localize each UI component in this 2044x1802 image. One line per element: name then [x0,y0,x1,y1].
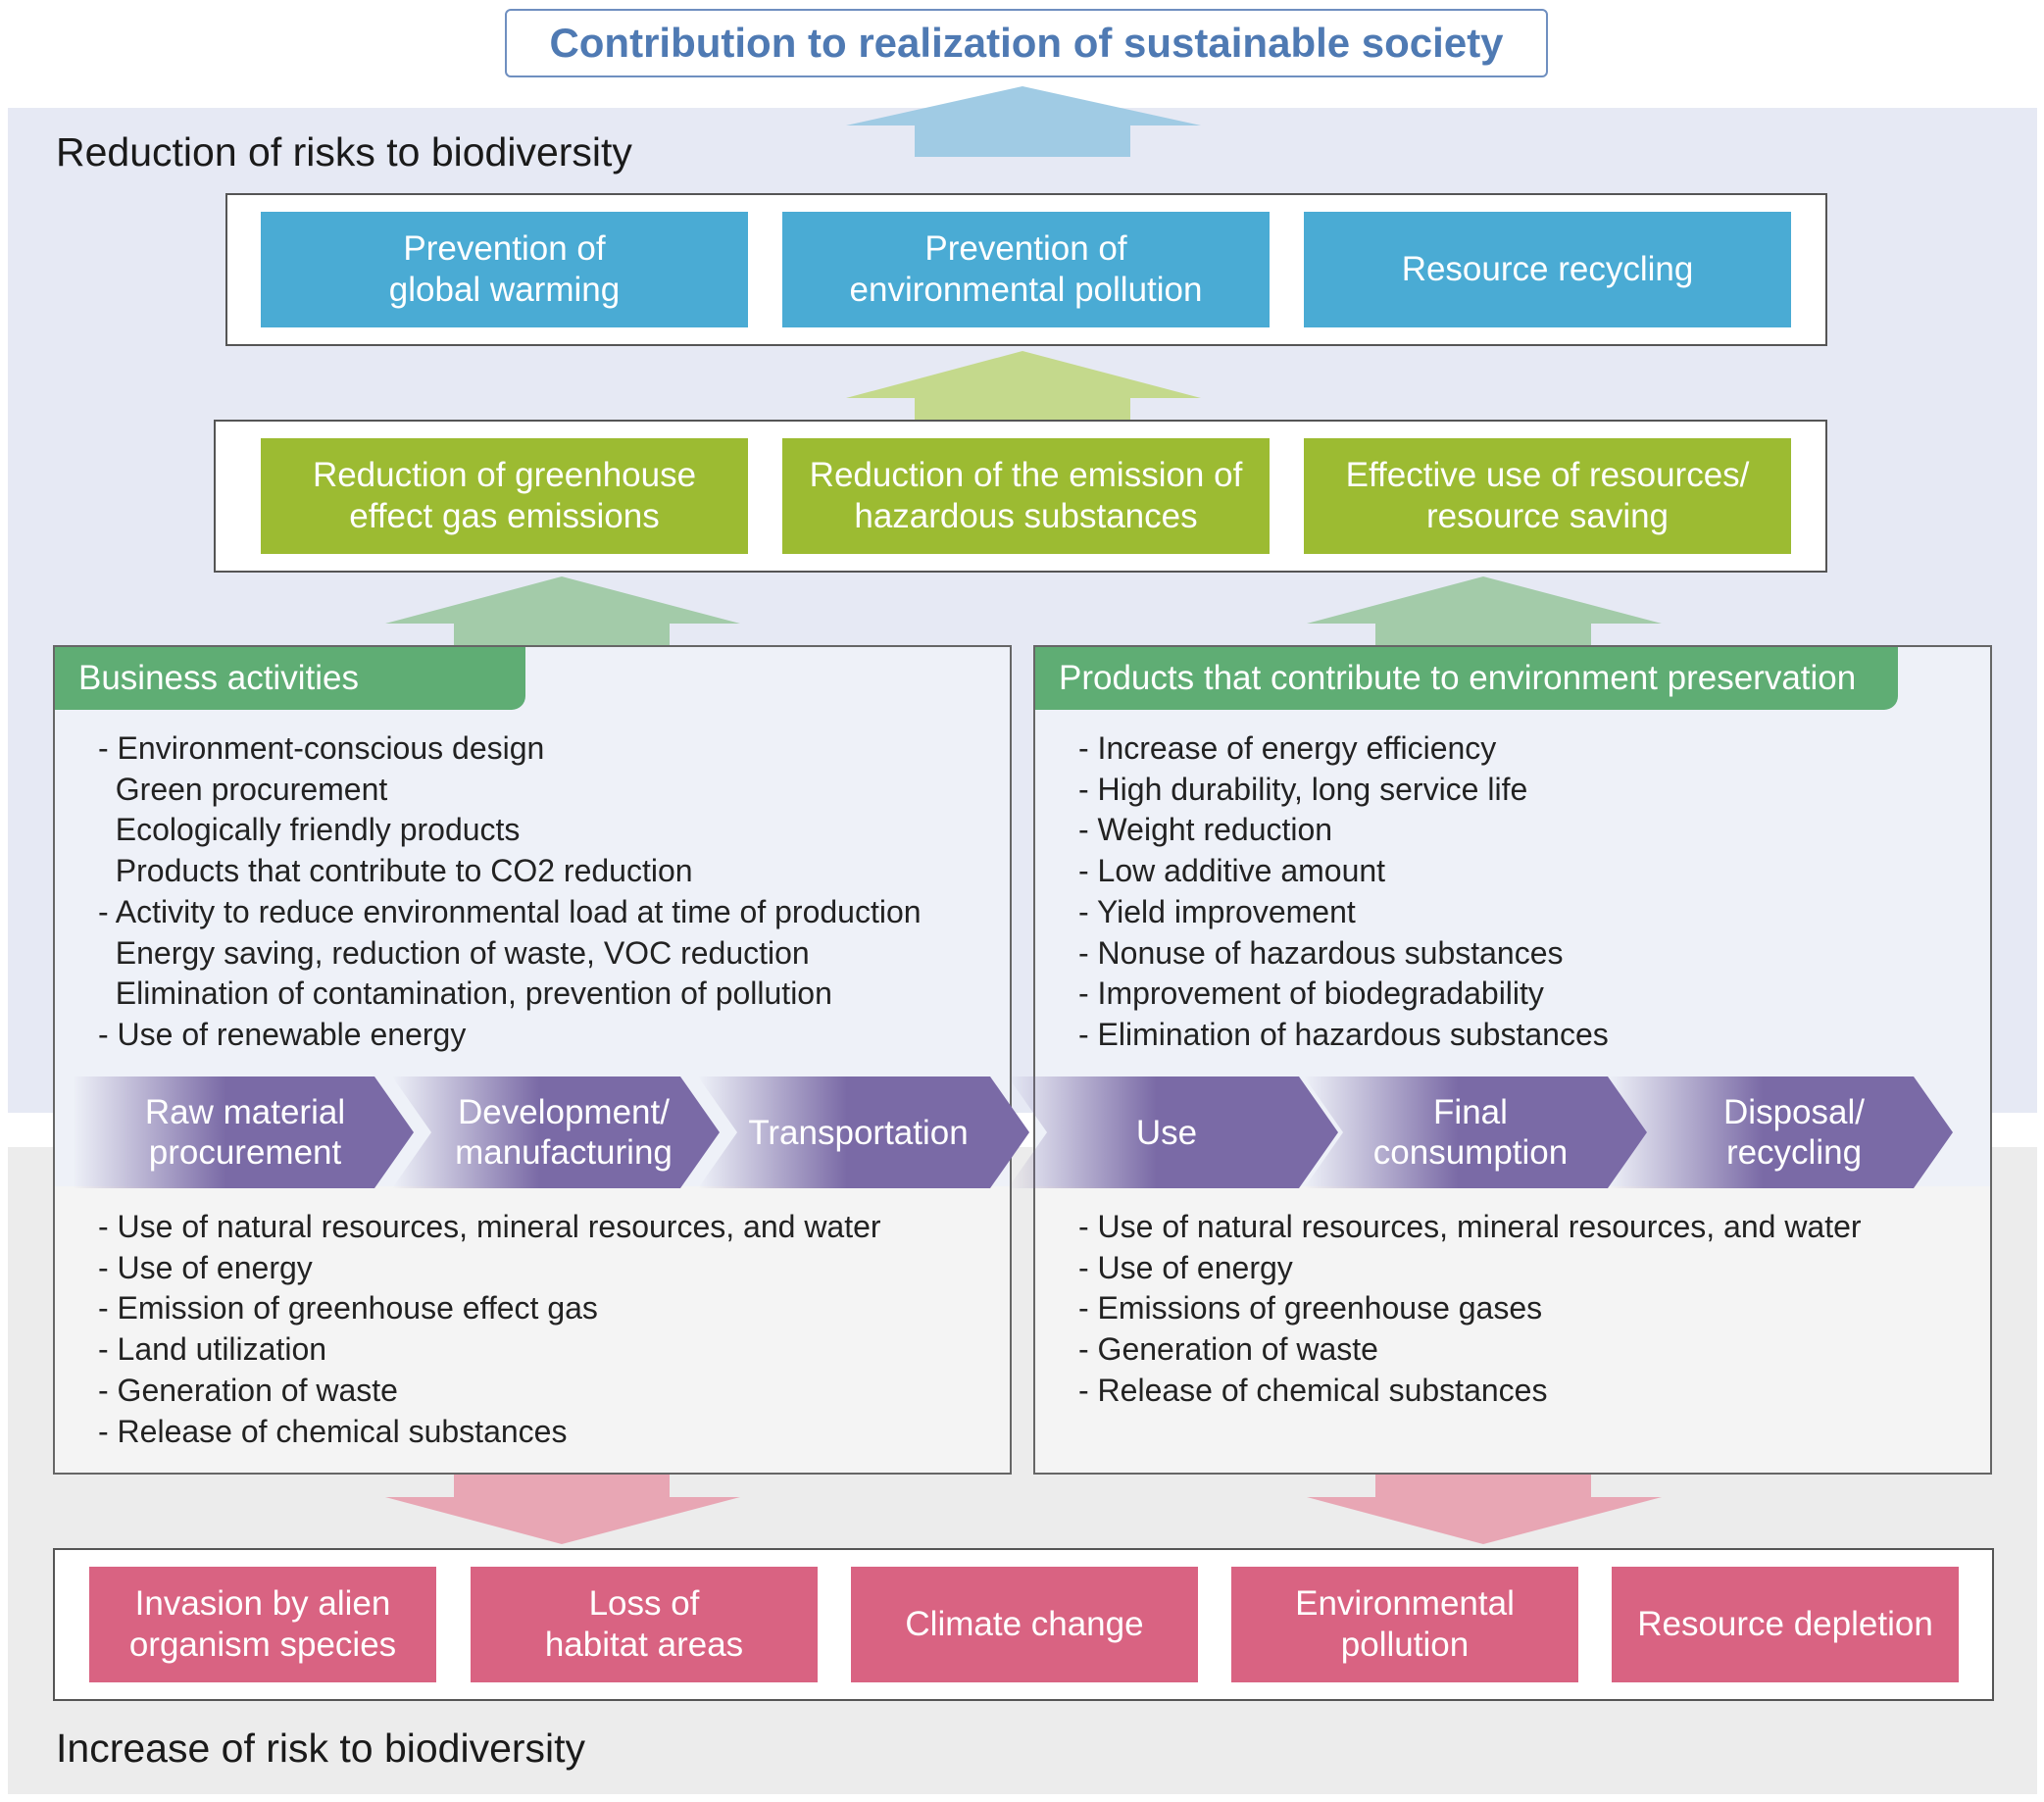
list-item: - Use of renewable energy [98,1016,467,1052]
arrow-down-from-products [1307,1474,1662,1544]
list-item: - Activity to reduce environmental load … [98,893,922,929]
products-positive-list: - Increase of energy efficiency - High du… [1078,728,1609,1056]
list-item: Products that contribute to CO2 reductio… [98,853,693,889]
lower-section-label: Increase of risk to biodiversity [56,1726,586,1771]
list-item: - Use of natural resources, mineral reso… [1078,1209,1862,1244]
stage-development-arrow [392,1076,720,1188]
upper-section-label: Reduction of risks to biodiversity [56,129,632,175]
business-positive-list: - Environment-conscious design Green pro… [98,728,922,1056]
list-item: - Environment-conscious design [98,730,545,766]
stage-raw-material-arrow [73,1076,414,1188]
arrow-down-from-business [385,1474,740,1544]
list-item: - Use of energy [98,1249,313,1285]
stage-use-arrow [1008,1076,1338,1188]
list-item: - Increase of energy efficiency [1078,730,1497,766]
list-item: Ecologically friendly products [98,812,521,848]
risk-habitat-loss: Loss of habitat areas [471,1567,818,1682]
risk-resource-depletion: Resource depletion [1612,1567,1959,1682]
arrow-up-from-business [385,576,740,647]
measure-resource-saving: Effective use of resources/ resource sav… [1304,438,1791,554]
stage-final-consumption-arrow [1304,1076,1647,1188]
list-item: - Yield improvement [1078,893,1356,929]
risk-environmental-pollution: Environmental pollution [1231,1567,1578,1682]
list-item: - Weight reduction [1078,812,1333,848]
top-title: Contribution to realization of sustainab… [505,9,1548,77]
stage-use: Use [1135,1113,1198,1152]
list-item: - Improvement of biodegradability [1078,976,1544,1012]
stage-disposal-arrow [1608,1076,1953,1188]
goal-resource-recycling: Resource recycling [1304,212,1791,327]
goal-environmental-pollution: Prevention of environmental pollution [782,212,1270,327]
list-item: - Use of natural resources, mineral reso… [98,1209,881,1244]
risk-climate-change: Climate change [851,1567,1198,1682]
list-item: - Generation of waste [98,1372,398,1408]
stage-transportation-arrow [698,1076,1029,1188]
list-item: Energy saving, reduction of waste, VOC r… [98,934,810,971]
arrow-up-from-products [1307,576,1662,647]
arrow-up-to-goals [846,351,1201,422]
list-item: - Use of energy [1078,1249,1293,1285]
products-header: Products that contribute to environment … [1035,647,1898,710]
business-activities-header: Business activities [55,647,525,710]
list-item: Green procurement [98,771,388,807]
list-item: - High durability, long service life [1078,771,1528,807]
list-item: - Emission of greenhouse effect gas [98,1290,598,1326]
arrow-up-to-title [846,86,1201,157]
stage-transportation: Transportation [748,1113,969,1152]
list-item: - Nonuse of hazardous substances [1078,934,1564,971]
business-negative-list: - Use of natural resources, mineral reso… [98,1207,881,1452]
stage-development: Development/ manufacturing [455,1093,673,1172]
list-item: - Emissions of greenhouse gases [1078,1290,1543,1326]
list-item: - Generation of waste [1078,1331,1378,1368]
stage-disposal: Disposal/ recycling [1723,1093,1865,1172]
list-item: - Elimination of hazardous substances [1078,1016,1609,1052]
list-item: - Land utilization [98,1331,327,1368]
list-item: - Low additive amount [1078,853,1386,889]
business-lower-area [55,1186,1010,1473]
measure-greenhouse-gas: Reduction of greenhouse effect gas emiss… [261,438,748,554]
measure-hazardous-substances: Reduction of the emission of hazardous s… [782,438,1270,554]
list-item: - Release of chemical substances [98,1413,568,1449]
products-lower-area [1035,1186,1990,1473]
stage-raw-material: Raw material procurement [144,1093,346,1172]
risk-alien-species: Invasion by alien organism species [89,1567,436,1682]
list-item: Elimination of contamination, prevention… [98,976,832,1012]
goal-global-warming: Prevention of global warming [261,212,748,327]
stage-final-consumption: Final consumption [1372,1093,1569,1172]
list-item: - Release of chemical substances [1078,1372,1548,1408]
products-negative-list: - Use of natural resources, mineral reso… [1078,1207,1862,1412]
